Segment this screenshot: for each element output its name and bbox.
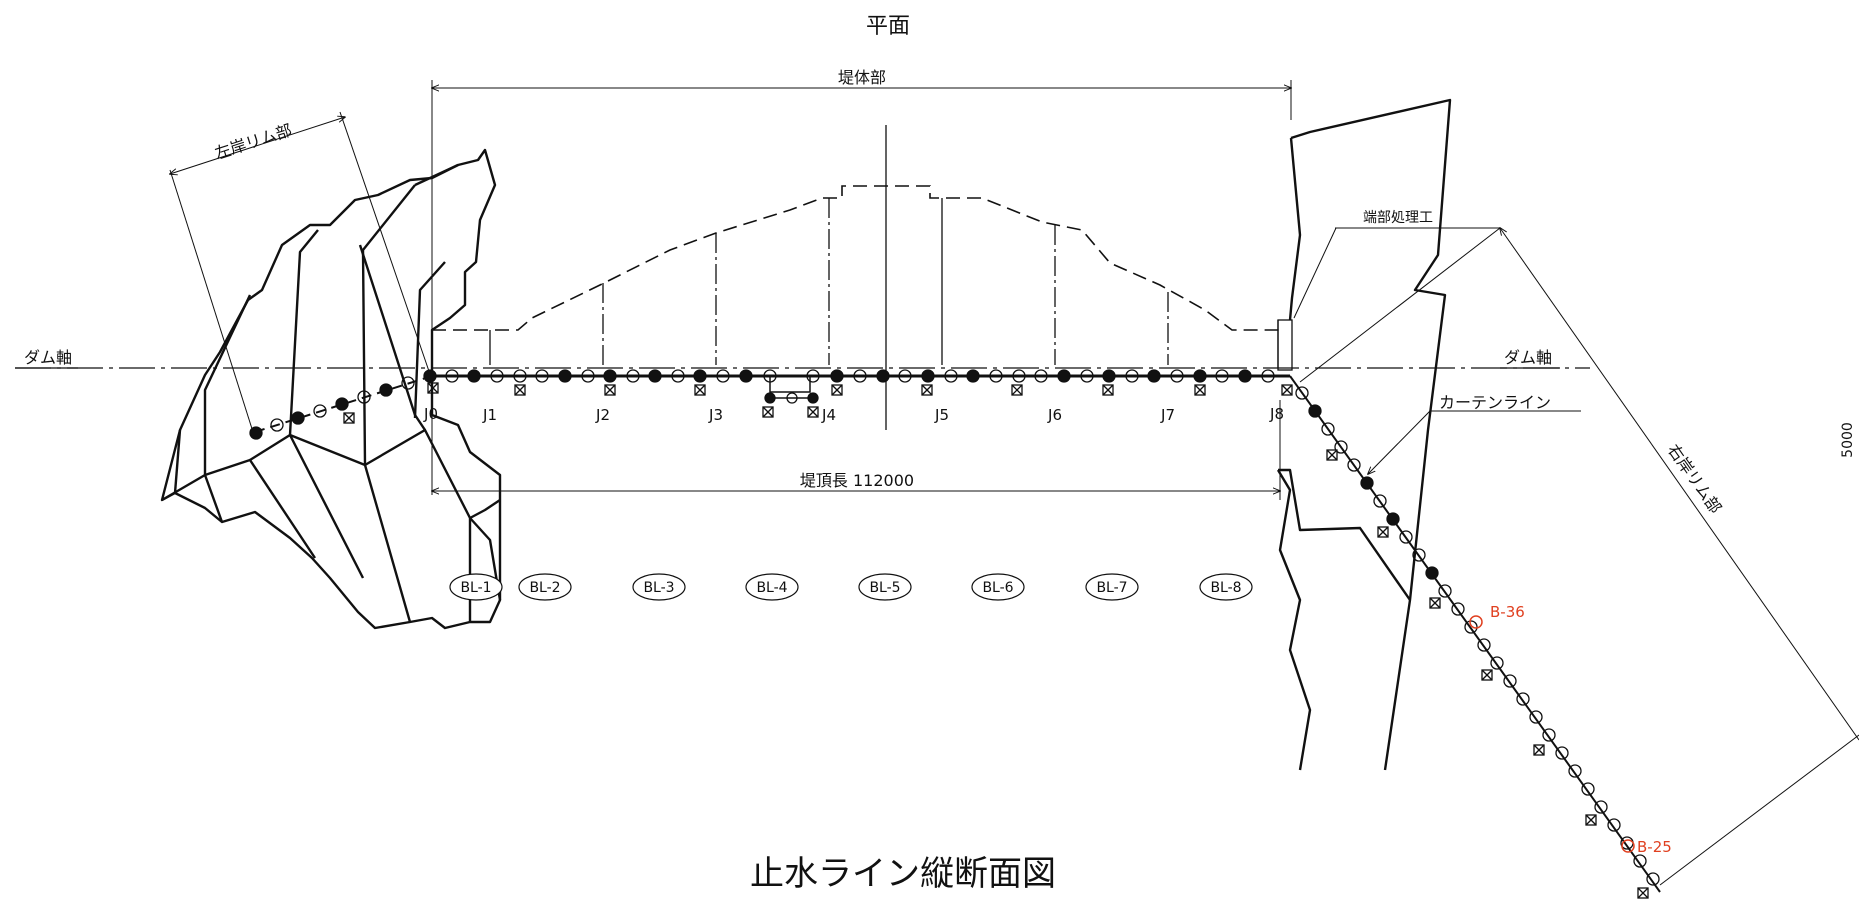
curtain-line-label: カーテンライン	[1439, 393, 1551, 412]
gallery-step	[769, 376, 811, 393]
dam-axis-right-label: ダム軸	[1504, 348, 1552, 367]
joint-label: J8	[1269, 405, 1284, 423]
left-rim-dimension	[170, 111, 433, 433]
end-treatment-leader	[1293, 227, 1337, 319]
left-bank-terrain	[160, 148, 502, 630]
left-bank-grout-holes	[249, 375, 439, 440]
borehole-b25-marker	[1621, 839, 1635, 853]
block-ellipse	[1085, 573, 1139, 601]
block-label: BL-7	[1096, 580, 1127, 596]
block-labels: BL-1 BL-2 BL-3 BL-4 BL-5 BL-6 BL-7 BL-8	[449, 573, 1253, 601]
right-bank-grout-holes	[1289, 375, 1661, 899]
left-rim-label: 左岸リム部	[212, 120, 294, 163]
right-rim-dimension	[1299, 228, 1859, 886]
block-label: BL-2	[529, 580, 560, 596]
joint-label: J0	[423, 405, 438, 423]
crest-length-dimension	[432, 400, 1280, 500]
block-label: BL-1	[460, 580, 491, 596]
joint-label: J6	[1047, 406, 1062, 424]
borehole-b25-label: B-25	[1637, 838, 1672, 856]
gallery-grout-holes	[423, 369, 1293, 418]
joint-label: J7	[1160, 406, 1175, 424]
right-bank-terrain	[1276, 98, 1452, 771]
joint-label: J5	[934, 406, 949, 424]
end-treatment-label: 端部処理工	[1363, 210, 1433, 226]
block-ellipse	[632, 573, 686, 601]
dam-outline	[432, 185, 1282, 331]
block-ellipse	[858, 573, 912, 601]
block-label: BL-6	[982, 580, 1013, 596]
curtain-line-leader	[1368, 410, 1581, 474]
dam-body-label: 堤体部	[838, 68, 886, 87]
joint-label: J2	[595, 406, 610, 424]
joint-lines	[489, 198, 1293, 371]
block-ellipse	[518, 573, 572, 601]
plan-title: 平面	[866, 14, 910, 39]
crest-length-label: 堤頂長 112000	[800, 471, 914, 490]
borehole-b36-label: B-36	[1490, 603, 1525, 621]
block-label: BL-4	[756, 580, 787, 596]
section-title: 止水ライン縦断面図	[750, 854, 1056, 894]
block-ellipse	[449, 573, 503, 601]
block-label: BL-8	[1210, 580, 1241, 596]
block-label: BL-3	[643, 580, 674, 596]
side-dimension-label: 5000	[1840, 422, 1856, 458]
block-ellipse	[971, 573, 1025, 601]
joint-label: J3	[708, 406, 723, 424]
joint-label: J1	[482, 406, 497, 424]
dam-axis-left-label: ダム軸	[24, 348, 72, 367]
borehole-b36-marker	[1469, 615, 1483, 629]
dam-body-dimension	[432, 80, 1291, 495]
joint-labels: J0 J1 J2 J3 J4 J5 J6 J7 J8	[423, 405, 1284, 424]
block-ellipse	[745, 573, 799, 601]
block-label: BL-5	[869, 580, 900, 596]
block-ellipse	[1199, 573, 1253, 601]
joint-label: J4	[821, 406, 836, 424]
